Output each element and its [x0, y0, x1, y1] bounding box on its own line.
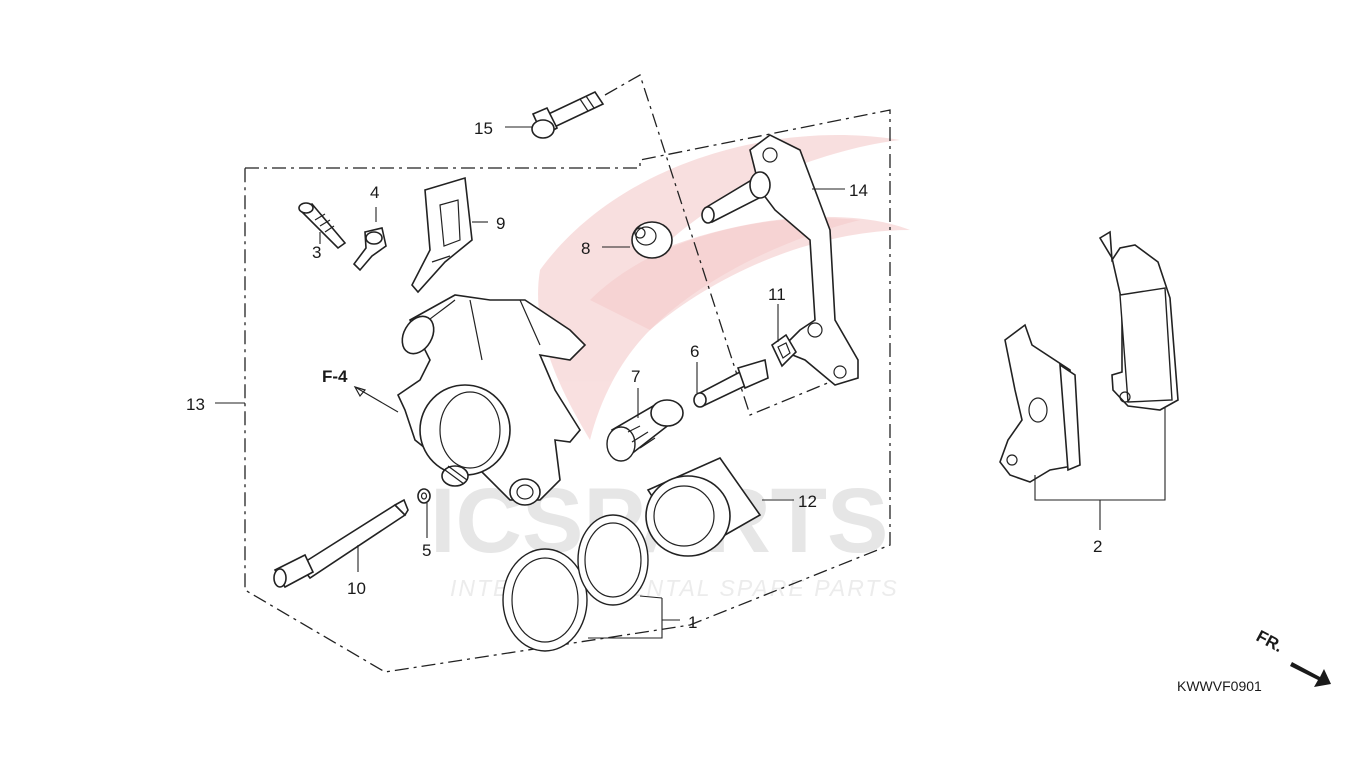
- leader-lines: [215, 126, 1166, 639]
- pin-10: [273, 498, 409, 589]
- assembly-boundary: [244, 109, 891, 673]
- label-12: 12: [798, 492, 817, 511]
- bolt-15: [531, 90, 605, 139]
- pad-spring-9: [411, 176, 473, 294]
- reference-f4: F-4: [322, 367, 348, 386]
- watermark-logo: [538, 135, 910, 440]
- piston-12: [645, 457, 762, 557]
- label-5: 5: [422, 541, 431, 560]
- seals-1: [502, 514, 649, 652]
- caliper-body: [396, 294, 587, 506]
- front-direction-marker: FR.: [1253, 627, 1331, 687]
- bolt-axis-line: [604, 74, 831, 416]
- boot-7: [606, 399, 684, 462]
- label-7: 7: [631, 367, 640, 386]
- label-9: 9: [496, 214, 505, 233]
- label-3: 3: [312, 243, 321, 262]
- label-10: 10: [347, 579, 366, 598]
- label-15: 15: [474, 119, 493, 138]
- boot-8: [631, 221, 673, 259]
- diagram-code: KWWVF0901: [1177, 678, 1262, 694]
- cap-4: [352, 227, 387, 272]
- label-6: 6: [690, 342, 699, 361]
- label-14: 14: [849, 181, 868, 200]
- callout-labels: 1 2 3 4 5 6 7 8 9 10 11 12 13 14 15 F-4: [186, 119, 1102, 632]
- label-13: 13: [186, 395, 205, 414]
- brake-pads-2: [999, 230, 1179, 483]
- front-label: FR.: [1253, 627, 1286, 657]
- washer-5: [417, 488, 431, 504]
- label-4: 4: [370, 183, 379, 202]
- label-8: 8: [581, 239, 590, 258]
- clip-11: [770, 333, 798, 368]
- pin-6: [693, 358, 769, 408]
- label-2: 2: [1093, 537, 1102, 556]
- front-arrow-icon: [1290, 662, 1331, 687]
- label-1: 1: [688, 613, 697, 632]
- label-11: 11: [768, 285, 786, 304]
- bleeder-screw-3: [298, 202, 347, 250]
- bracket-14: [701, 134, 859, 386]
